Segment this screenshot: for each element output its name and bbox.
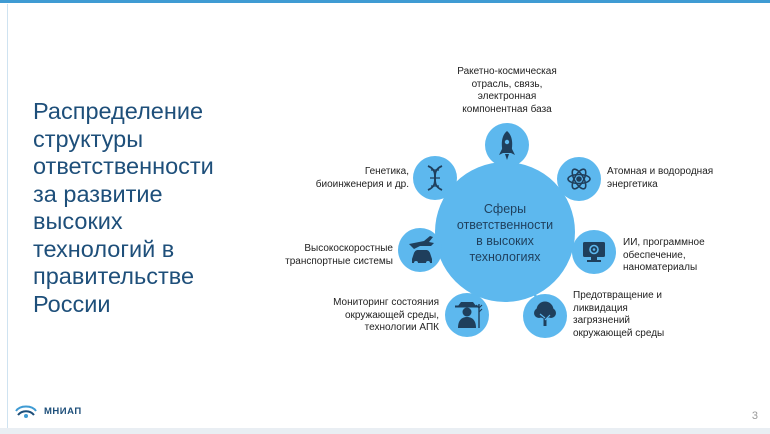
center-label-line-3: в высоких	[476, 234, 535, 248]
node-pollution	[523, 294, 567, 338]
tree-icon	[534, 301, 556, 326]
bottom-bar	[0, 428, 770, 434]
page-number: 3	[751, 410, 758, 422]
center-label-line-1: Сферы	[484, 202, 526, 216]
label-ai: ИИ, программное обеспечение, наноматериа…	[623, 237, 705, 273]
atom-icon	[567, 168, 591, 190]
label-atomic: Атомная и водородная энергетика	[607, 166, 714, 190]
logo-icon	[15, 405, 37, 418]
center-label-line-2: ответственности	[457, 218, 553, 232]
dna-icon	[427, 165, 443, 191]
label-monitoring: Мониторинг состояния окружающей среды, т…	[333, 297, 439, 333]
farmer-icon	[455, 302, 483, 328]
plane-car-icon	[409, 236, 434, 265]
left-border-line	[7, 4, 8, 428]
label-space: Ракетно-космическая отрасль, связь, элек…	[457, 66, 557, 115]
node-monitoring	[445, 293, 489, 337]
monitor-gear-icon	[583, 242, 605, 262]
label-transport: Высокоскоростные транспортные системы	[285, 243, 393, 267]
rocket-icon	[499, 131, 515, 160]
label-genetics: Генетика, биоинженерия и др.	[315, 166, 409, 190]
label-pollution: Предотвращение и ликвидация загрязнений …	[573, 290, 665, 339]
node-space	[485, 123, 529, 167]
logo-text: МНИАП	[44, 405, 82, 417]
company-logo: МНИАП	[14, 402, 82, 420]
top-accent-bar	[0, 0, 770, 3]
node-genetics	[413, 156, 457, 200]
center-circle	[435, 162, 575, 302]
slide-title: Распределение структуры ответственности …	[33, 98, 214, 317]
node-transport	[398, 228, 442, 272]
node-ai	[572, 230, 616, 274]
node-atomic	[557, 157, 601, 201]
center-label-line-4: технологиях	[469, 250, 541, 264]
